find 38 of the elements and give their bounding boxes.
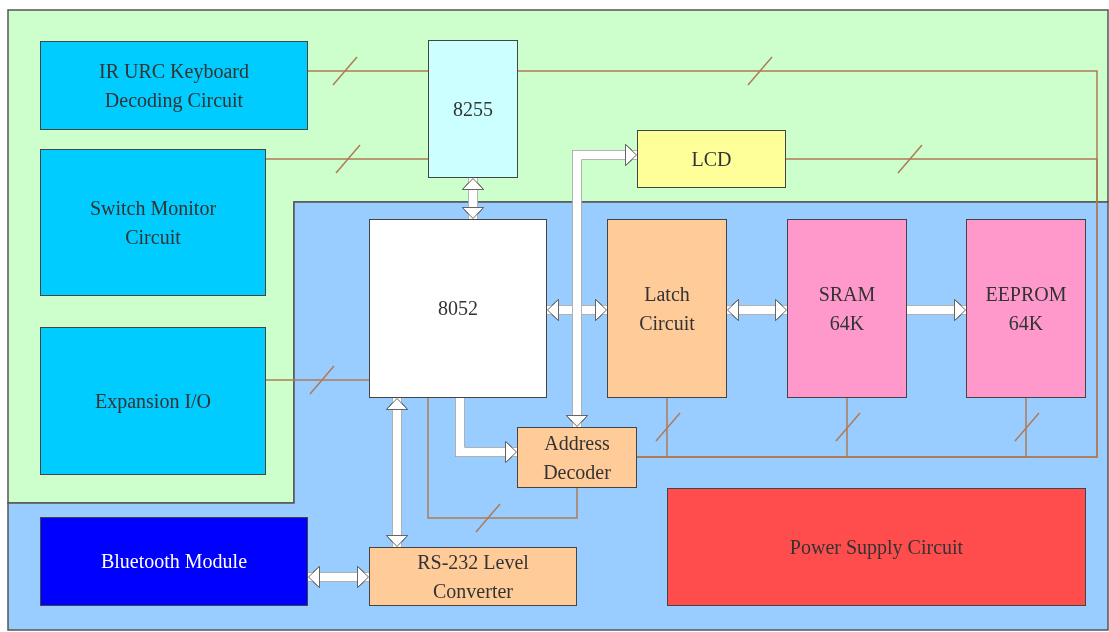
block-label: Bluetooth Module [100,549,248,574]
block-label: EEPROM 64K [984,281,1068,336]
signal-line [265,158,429,160]
io-block [40,327,266,475]
bus-arrow [547,299,607,321]
block-label: 8052 [438,296,478,321]
bus-arrow [566,144,637,427]
memory-block [787,219,907,398]
bus-arrow [462,178,484,219]
block-label: SRAM 64K [817,281,877,336]
power-supply-block [667,488,1086,606]
block-label: LCD [691,146,732,172]
bus-arrow [455,398,517,463]
bus-arrow [308,566,369,588]
block-label: Expansion I/O [94,388,212,415]
block-label: Switch Monitor Circuit [88,195,218,250]
block-label: Address Decoder [542,430,612,485]
signal-line [427,397,578,519]
block-label: IR URC Keyboard Decoding Circuit [98,58,250,114]
display-block [637,130,786,188]
block-label: Latch Circuit [638,281,696,336]
decoder-block [517,427,637,488]
circuit-block [607,219,727,398]
circuit-block [40,149,266,296]
converter-block [369,547,577,606]
memory-block [966,219,1086,398]
signal-line [265,379,370,381]
circuit-block [40,41,308,130]
block-label: RS-232 Level Converter [416,549,530,604]
module-block [40,517,308,606]
microcontroller-block [369,219,547,398]
block-label: Power Supply Circuit [789,534,964,561]
bus-arrow [727,299,787,321]
signal-line [307,70,429,72]
chip-block [428,40,518,178]
block-label: 8255 [453,96,493,122]
bus-arrow [386,398,408,547]
bus-arrow [907,299,966,321]
